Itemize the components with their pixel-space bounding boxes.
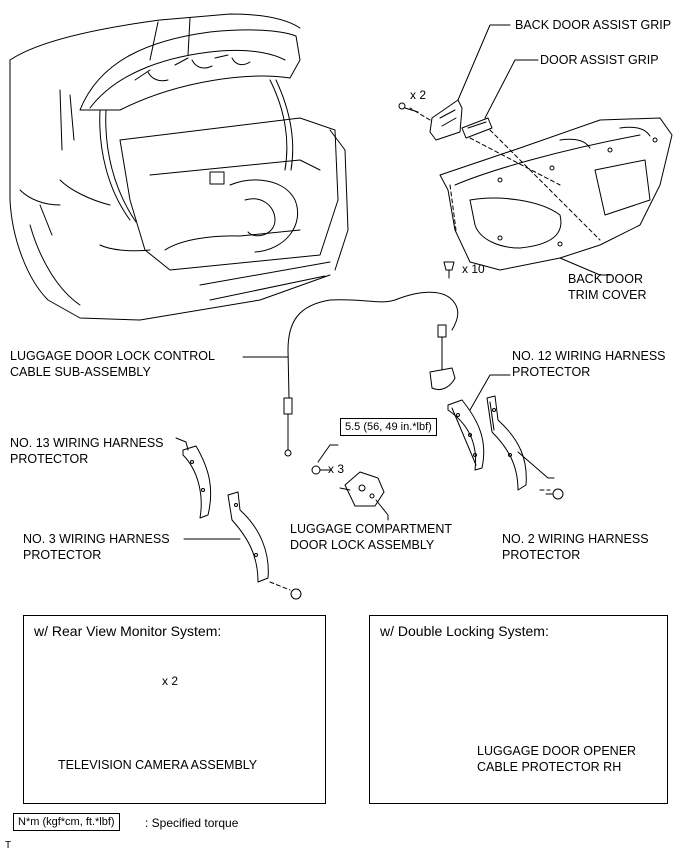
label-no13-protector-2: PROTECTOR [10, 452, 89, 466]
label-lock-assembly-2: DOOR LOCK ASSEMBLY [290, 538, 435, 552]
label-back-door-assist-grip: BACK DOOR ASSIST GRIP [515, 18, 672, 32]
no3-harness-protector-part [227, 491, 269, 583]
back-door-trim-cover-part [439, 117, 673, 271]
no12-harness-protector-part [447, 399, 485, 471]
qty-trim-clips: x 10 [462, 262, 485, 276]
label-no3-protector-2: PROTECTOR [23, 548, 102, 562]
door-assist-grip-part [461, 117, 493, 139]
panel-rear-view-title: w/ Rear View Monitor System: [34, 623, 222, 639]
qty-grip-screws: x 2 [410, 88, 427, 102]
label-no12-protector-1: NO. 12 WIRING HARNESS [512, 349, 666, 363]
label-back-door-trim-cover-1: BACK DOOR [568, 272, 644, 286]
qty-lock-bolts: x 3 [328, 462, 345, 476]
label-lock-assembly-1: LUGGAGE COMPARTMENT [290, 522, 453, 536]
no2-harness-protector-part [486, 395, 527, 491]
label-door-assist-grip: DOOR ASSIST GRIP [540, 53, 659, 67]
door-lock-assembly-part [339, 471, 385, 507]
bolt-no3 [290, 588, 302, 600]
panel-double-locking: w/ Double Locking System: LUGGAGE DOOR O… [369, 615, 668, 804]
back-door-assist-grip-part [429, 99, 463, 141]
car-rear-illustration [9, 13, 349, 321]
label-no3-protector-1: NO. 3 WIRING HARNESS [23, 532, 170, 546]
label-no2-protector-1: NO. 2 WIRING HARNESS [502, 532, 649, 546]
torque-spec-box: 5.5 (56, 49 in.*lbf) [340, 418, 437, 436]
bolt-no2 [545, 488, 564, 500]
legend-torque-unit: N*m (kgf*cm, ft.*lbf) [13, 813, 120, 831]
label-no12-protector-2: PROTECTOR [512, 365, 591, 379]
label-opener-protector-2: CABLE PROTECTOR RH [477, 760, 622, 774]
footer-mark: T [5, 840, 12, 851]
label-back-door-trim-cover-2: TRIM COVER [568, 288, 647, 302]
label-lock-control-cable-1: LUGGAGE DOOR LOCK CONTROL [10, 349, 215, 363]
lock-control-cable-part [283, 291, 459, 457]
lock-bolt [311, 465, 331, 475]
label-no13-protector-1: NO. 13 WIRING HARNESS [10, 436, 164, 450]
grip-screw [398, 102, 406, 110]
panel-double-locking-title: w/ Double Locking System: [380, 623, 549, 639]
trim-clip [443, 261, 455, 279]
label-opener-protector-1: LUGGAGE DOOR OPENER [477, 744, 637, 758]
label-lock-control-cable-2: CABLE SUB-ASSEMBLY [10, 365, 151, 379]
legend-torque-text: : Specified torque [145, 816, 239, 830]
label-no2-protector-2: PROTECTOR [502, 548, 581, 562]
panel-rear-view-monitor: w/ Rear View Monitor System: x 2 TELEVIS… [23, 615, 326, 804]
no13-harness-protector-part [182, 445, 212, 519]
label-camera-assembly: TELEVISION CAMERA ASSEMBLY [58, 758, 258, 772]
qty-camera-screws: x 2 [162, 674, 179, 688]
